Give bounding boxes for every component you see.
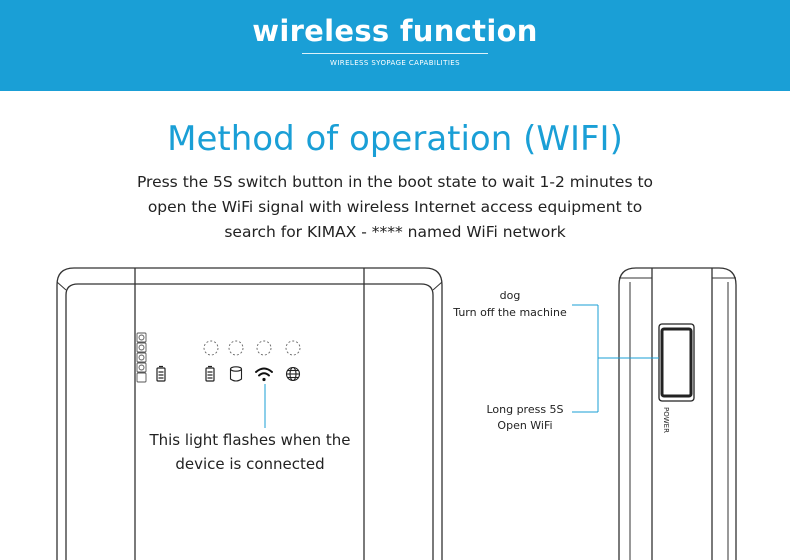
device-side-view	[618, 267, 737, 560]
instructions-line: Press the 5S switch button in the boot s…	[136, 173, 654, 191]
callout-line: This light flashes when the	[149, 431, 351, 449]
banner-divider	[302, 53, 488, 54]
wifi-icon	[255, 367, 273, 382]
instructions-text: Press the 5S switch button in the boot s…	[95, 170, 695, 245]
power-button-icon	[658, 323, 695, 402]
globe-icon	[285, 366, 301, 382]
banner-subtitle: WIRELESS SYOPAGE CAPABILITIES	[330, 59, 460, 67]
page-title: Method of operation (WIFI)	[167, 119, 623, 159]
storage-icon	[229, 366, 243, 382]
led-indicators	[203, 340, 301, 356]
battery-icon	[156, 365, 166, 382]
long-press-description: Open WiFi	[497, 419, 553, 432]
callout-line: device is connected	[175, 455, 325, 473]
short-press-label: dog	[499, 289, 521, 302]
port-icons	[136, 332, 147, 383]
instructions-line: search for KIMAX - **** named WiFi netwo…	[224, 223, 566, 241]
device-front-view	[56, 267, 443, 560]
long-press-label: Long press 5S	[486, 403, 564, 416]
power-button-label: POWER	[662, 407, 670, 433]
short-press-description: Turn off the machine	[453, 306, 567, 319]
instructions-line: open the WiFi signal with wireless Inter…	[147, 198, 643, 216]
power-callout-bracket	[572, 304, 659, 413]
banner-title: wireless function	[252, 14, 538, 48]
battery-icon	[205, 365, 215, 382]
header-banner	[0, 0, 790, 91]
wifi-light-callout: This light flashes when the device is co…	[130, 428, 370, 476]
